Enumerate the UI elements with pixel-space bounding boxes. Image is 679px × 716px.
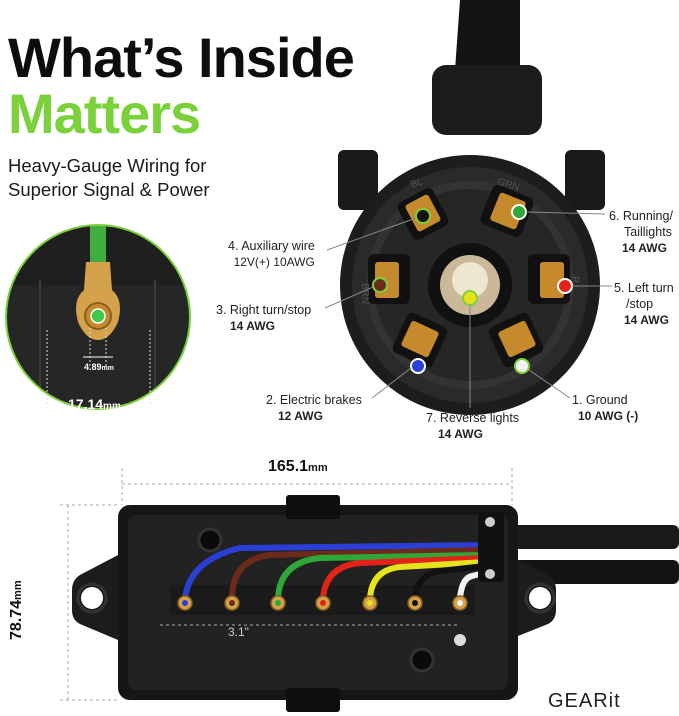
inset-large-dimension-value: 17.14 xyxy=(68,396,104,412)
pin-label-reverse-name: 7. Reverse lights xyxy=(426,411,520,425)
box-height-unit: mm xyxy=(12,580,24,600)
brand-logo: GEARit xyxy=(548,690,621,712)
subtitle: Heavy-Gauge Wiring for Superior Signal &… xyxy=(8,154,288,202)
leader-lines xyxy=(324,211,612,408)
pin-label-left-turn-spec: 14 AWG xyxy=(624,313,669,327)
junction-box xyxy=(72,495,679,712)
box-dimension-lines xyxy=(60,468,513,701)
pin-label-brakes-spec: 12 AWG xyxy=(278,409,323,423)
plug-cable xyxy=(432,0,542,135)
headline-line1: What’s Inside xyxy=(8,26,355,89)
box-width-unit: mm xyxy=(308,462,328,474)
box-height-value: 78.74 xyxy=(8,599,25,640)
socket-text-r: R xyxy=(569,276,580,283)
box-height-dimension: 78.74mm xyxy=(8,580,26,640)
pin-label-auxiliary: 4. Auxiliary wire 12V(+) 10AWG xyxy=(228,238,315,270)
pin-dot-right-turn xyxy=(372,277,388,293)
pin-label-running-spec: 14 AWG xyxy=(622,241,667,255)
pin-label-left-turn-name-2: /stop xyxy=(626,297,654,311)
pin-label-ground: 1. Ground 10 AWG (-) xyxy=(572,392,638,424)
inset-large-dimension: 17.14mm xyxy=(68,396,121,412)
ring-terminals xyxy=(177,595,468,611)
pin-dot-ground xyxy=(514,358,530,374)
pin-label-ground-spec: 10 AWG (-) xyxy=(578,409,639,423)
socket-text-bl: BL xyxy=(409,176,425,191)
headline-line2: Matters xyxy=(8,82,201,145)
pin-dot-brakes xyxy=(410,358,426,374)
pin-label-auxiliary-name: 4. Auxiliary wire xyxy=(228,239,315,253)
pin-dot-aux xyxy=(415,208,431,224)
subtitle-line2: Superior Signal & Power xyxy=(8,179,210,200)
pin-dot-left-turn xyxy=(557,278,573,294)
pin-dots xyxy=(372,204,573,374)
pin-label-running: 6. Running/ Taillights 14 AWG xyxy=(609,208,673,256)
pin-label-running-name-2: Taillights xyxy=(624,225,672,239)
pin-label-left-turn: 5. Left turn /stop 14 AWG xyxy=(614,280,674,328)
pin-label-reverse-spec: 14 AWG xyxy=(438,427,483,441)
inset-large-dimension-unit: mm xyxy=(103,401,121,412)
socket-text-brn: BRN xyxy=(359,283,370,304)
pin-dot-reverse xyxy=(462,290,478,306)
pin-dot-running xyxy=(511,204,527,220)
wire-terminal-inset xyxy=(5,224,191,410)
pin-label-auxiliary-spec: 12V(+) 10AWG xyxy=(233,255,315,269)
trailer-socket xyxy=(338,150,605,415)
box-width-value: 165.1 xyxy=(268,458,309,475)
pin-label-left-turn-name-1: 5. Left turn xyxy=(614,281,674,295)
pin-label-ground-name: 1. Ground xyxy=(572,393,628,407)
box-width-dimension: 165.1mm xyxy=(268,458,328,476)
pin-label-right-turn: 3. Right turn/stop 14 AWG xyxy=(216,302,311,334)
pin-label-right-turn-spec: 14 AWG xyxy=(230,319,275,333)
inset-small-dimension-value: 4.89 xyxy=(84,362,102,372)
pin-label-brakes: 2. Electric brakes 12 AWG xyxy=(266,392,362,424)
pin-label-brakes-name: 2. Electric brakes xyxy=(266,393,362,407)
pin-label-running-name-1: 6. Running/ xyxy=(609,209,673,223)
box-inner-measure: 3.1" xyxy=(228,625,249,639)
subtitle-line1: Heavy-Gauge Wiring for xyxy=(8,155,207,176)
inset-small-dimension: 4.89mm xyxy=(84,362,114,372)
inset-small-dimension-unit: mm xyxy=(101,365,114,372)
pin-label-right-turn-name: 3. Right turn/stop xyxy=(216,303,312,317)
pin-label-reverse: 7. Reverse lights 14 AWG xyxy=(426,410,519,442)
